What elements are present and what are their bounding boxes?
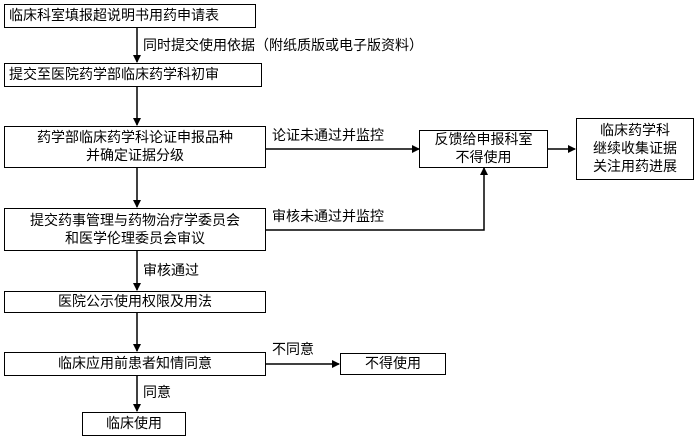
box-continue-line3: 关注用药进展: [593, 159, 677, 175]
box-committee-line2: 和医学伦理委员会审议: [65, 230, 205, 247]
label-submit-evidence: 同时提交使用依据（附纸质版或电子版资料）: [143, 38, 423, 54]
box-pharmacy-evaluation: 药学部临床药学科论证申报品种 并确定证据分级: [4, 126, 266, 168]
box-feedback-line2: 不得使用: [455, 150, 512, 166]
box-informed-consent: 临床应用前患者知情同意: [4, 352, 266, 376]
label-disagree: 不同意: [272, 342, 314, 358]
box-feedback-department: 反馈给申报科室 不得使用: [419, 130, 548, 168]
box-pharmacy-evaluation-line2: 并确定证据分级: [86, 148, 184, 164]
box-fill-application: 临床科室填报超说明书用药申请表: [4, 4, 256, 28]
box-pharmacy-evaluation-line1: 药学部临床药学科论证申报品种: [37, 130, 233, 146]
box-continue-line2: 继续收集证据: [593, 141, 677, 157]
label-review-failed: 审核未通过并监控: [272, 209, 384, 225]
box-committee-line1: 提交药事管理与药物治疗学委员会: [30, 212, 240, 229]
box-publicize-usage: 医院公示使用权限及用法: [4, 291, 266, 313]
label-review-passed: 审核通过: [143, 263, 199, 279]
label-agree: 同意: [143, 385, 171, 401]
box-feedback-line1: 反馈给申报科室: [434, 132, 533, 148]
box-continue-evidence: 临床药学科 继续收集证据 关注用药进展: [576, 118, 694, 180]
arrow-b4-f1: [266, 167, 488, 231]
box-clinical-use: 临床使用: [82, 412, 186, 436]
label-evaluation-failed: 论证未通过并监控: [272, 128, 384, 144]
box-not-allowed: 不得使用: [340, 353, 446, 375]
box-continue-line1: 临床药学科: [600, 123, 670, 139]
box-committee-review: 提交药事管理与药物治疗学委员会 和医学伦理委员会审议: [4, 208, 266, 251]
box-initial-review: 提交至医院药学部临床药学科初审: [4, 63, 262, 87]
